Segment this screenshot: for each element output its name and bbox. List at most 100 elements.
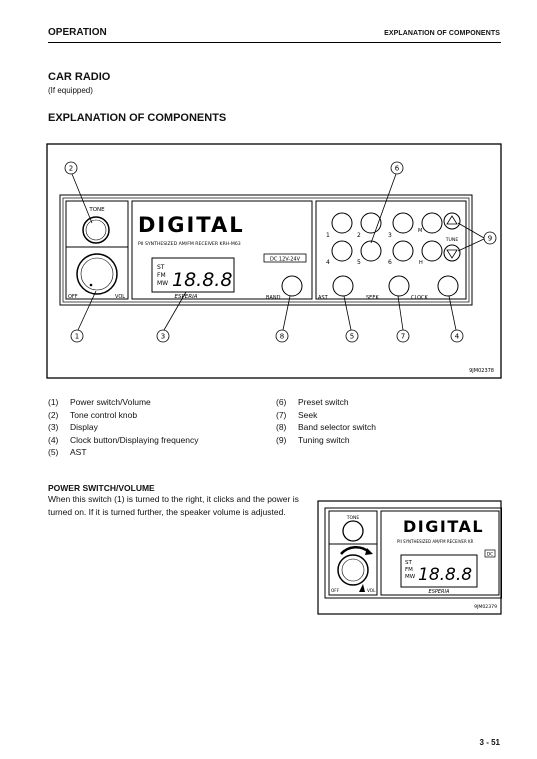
off-label: OFF <box>68 294 78 300</box>
page-subtitle: (If equipped) <box>48 86 93 95</box>
voltage-label: DC <box>487 552 494 558</box>
legend-item: (3)Display <box>48 421 199 434</box>
callout-8: 8 <box>280 333 284 341</box>
legend-text: Tuning switch <box>298 434 350 445</box>
legend-num: (2) <box>48 409 59 420</box>
tune-label: TUNE <box>445 237 459 243</box>
tone-knob-label: TONE <box>346 515 360 521</box>
esperia-logo: ESPERIA <box>175 294 198 300</box>
ast-button[interactable] <box>332 275 354 297</box>
tone-knob <box>82 216 110 244</box>
legend-num: (5) <box>48 447 59 457</box>
power-switch-text: When this switch (1) is turned to the ri… <box>48 494 299 517</box>
receiver-text: PII SYNTHESIZED AM/FM RECEIVER KRH-M63 <box>138 241 241 247</box>
m-button[interactable] <box>421 212 443 234</box>
preset-button-2[interactable] <box>360 212 382 234</box>
legend-num: (1) <box>48 397 59 407</box>
preset-number: 6 <box>388 259 392 266</box>
legend-text: AST <box>70 447 87 457</box>
preset-number: 1 <box>326 232 330 239</box>
power-switch-diagram: TONE OFF VOL DIGITAL PII SYNTHESIZED AM/… <box>317 500 502 615</box>
legend-text: Seek <box>298 409 318 420</box>
legend-item: (6) Preset switch <box>276 396 376 409</box>
tone-knob <box>342 520 364 542</box>
tone-knob-label: TONE <box>88 207 105 213</box>
voltage-label: DC 12V-24V <box>270 257 301 263</box>
legend-text: Preset switch <box>298 397 349 407</box>
legend-item: (7) Seek <box>276 409 376 422</box>
h-button[interactable] <box>421 240 443 262</box>
preset-button-6[interactable] <box>392 240 414 262</box>
section-heading: EXPLANATION OF COMPONENTS <box>48 112 227 124</box>
preset-button-4[interactable] <box>331 240 353 262</box>
legend-right: (6) Preset switch (7) Seek (8) Band selecto… <box>276 396 376 446</box>
callout-7: 7 <box>401 333 405 341</box>
legend-item: (1) Power switch/Volume <box>48 396 199 409</box>
ast-label: AST <box>318 295 329 301</box>
legend-text: Clock button/Displaying frequency <box>70 434 199 445</box>
legend-text: Band selector switch <box>298 422 376 432</box>
figure-code: 9JM02379 <box>474 604 497 610</box>
callout-5: 5 <box>350 333 354 341</box>
display-window <box>151 257 235 293</box>
preset-button-3[interactable] <box>392 212 414 234</box>
chapter-header: EXPLANATION OF COMPONENTS <box>384 30 500 37</box>
preset-button-1[interactable] <box>331 212 353 234</box>
tune-down-button[interactable] <box>443 244 461 262</box>
volume-knob <box>76 253 118 295</box>
volume-knob <box>337 554 369 586</box>
page-number: 3 - 51 <box>479 738 500 747</box>
legend-num: (3) <box>48 422 59 432</box>
page-title: CAR RADIO <box>48 71 111 83</box>
h-label: H <box>419 260 423 266</box>
section-header: OPERATION <box>48 27 107 38</box>
legend-num: (4) <box>48 434 59 445</box>
frequency-digits: 18.8.8 <box>172 269 232 291</box>
clock-button[interactable] <box>437 275 459 297</box>
legend-num: (6) <box>276 397 287 407</box>
legend-item: (9) Tuning switch <box>276 434 376 447</box>
display-window <box>400 554 478 588</box>
callout-6: 6 <box>395 165 400 173</box>
legend-num: (8) <box>276 422 287 432</box>
seek-label: SEEK <box>366 295 379 301</box>
brand-logo: DIGITAL <box>138 213 245 237</box>
legend-item: (4) Clock button/Displaying frequency <box>48 434 199 447</box>
vol-label: VOL <box>367 588 376 593</box>
clock-label: CLOCK <box>411 295 429 301</box>
preset-button-5[interactable] <box>360 240 382 262</box>
header-rule <box>48 42 501 43</box>
brand-logo: DIGITAL <box>403 517 484 536</box>
preset-number: 2 <box>357 232 361 239</box>
esperia-logo: ESPERIA <box>429 589 450 595</box>
callout-2: 2 <box>69 165 73 173</box>
legend-num: (9) <box>276 434 287 445</box>
tune-up-button[interactable] <box>443 212 461 230</box>
preset-number: 3 <box>388 232 392 239</box>
legend-num: (7) <box>276 409 287 420</box>
preset-number: 4 <box>326 259 330 266</box>
power-switch-heading: POWER SWITCH/VOLUME <box>48 483 155 493</box>
car-radio-diagram: TONE OFF VOL DIGITAL PII SYNTHESIZED AM/… <box>46 143 502 379</box>
legend-text: Power switch/Volume <box>70 397 151 407</box>
band-indicator-mw: MW <box>157 280 168 287</box>
band-indicator-st: ST <box>157 264 165 271</box>
callout-3: 3 <box>161 333 165 341</box>
callout-9: 9 <box>488 235 492 243</box>
frequency-digits: 18.8.8 <box>418 565 472 585</box>
legend-left: (1) Power switch/Volume (2) Tone control k… <box>48 396 199 459</box>
band-indicator-st: ST <box>405 560 412 566</box>
band-indicator-fm: FM <box>157 272 166 279</box>
off-label: OFF <box>331 588 340 593</box>
m-label: M <box>418 228 422 234</box>
band-indicator-mw: MW <box>405 574 416 580</box>
legend-item: (2) Tone control knob <box>48 409 199 422</box>
legend-text: Tone control knob <box>70 409 138 420</box>
band-label: BAND <box>266 295 281 301</box>
figure-code: 9JM02378 <box>469 368 494 374</box>
legend-item: (8) Band selector switch <box>276 421 376 434</box>
band-button[interactable] <box>281 275 303 297</box>
callout-1: 1 <box>75 333 79 341</box>
band-indicator-fm: FM <box>405 567 413 573</box>
seek-button[interactable] <box>388 275 410 297</box>
